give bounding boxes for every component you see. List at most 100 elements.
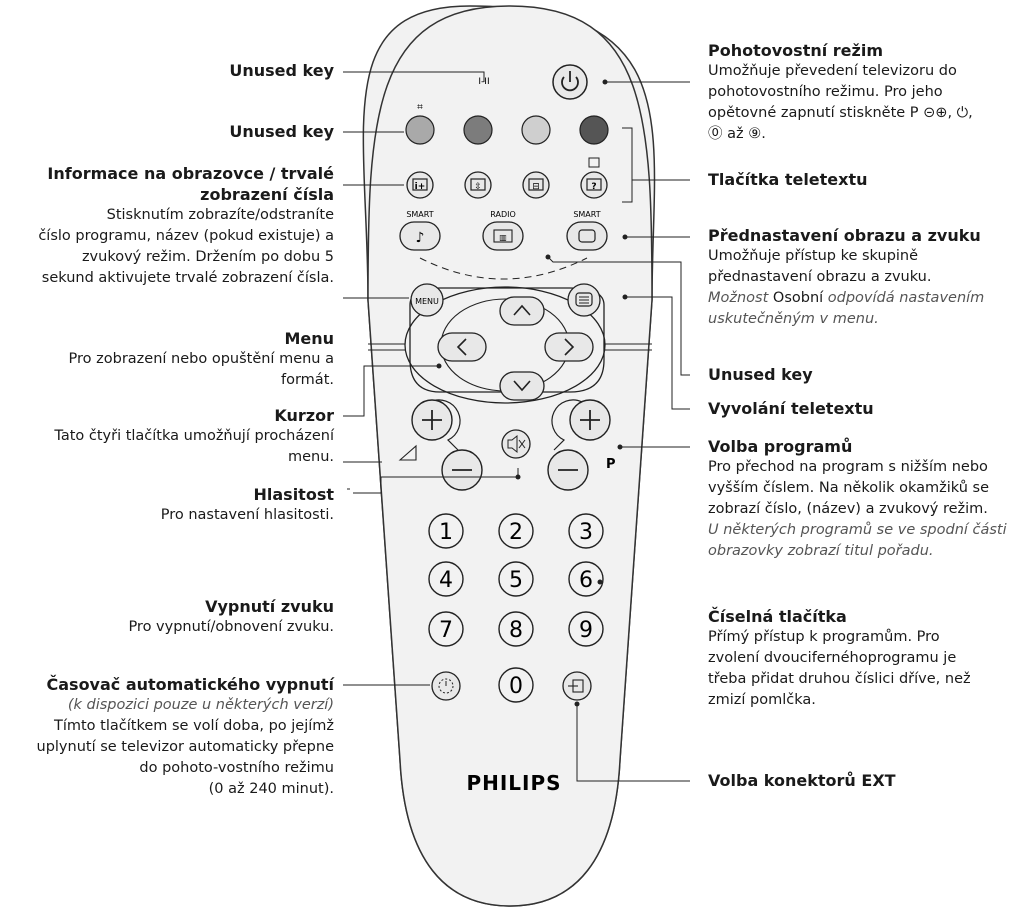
label-text: vyšším číslem. Na několik okamžiků se [708, 480, 990, 496]
digit-button-7[interactable]: 7 [428, 611, 464, 647]
smart-sound-button[interactable]: ♪ [399, 221, 441, 251]
smart-picture-button[interactable] [566, 221, 608, 251]
label-text: sekund aktivujete trvalé zobrazení čísla… [41, 270, 334, 286]
label-title: Přednastavení obrazu a zvuku [708, 226, 981, 245]
label-menu: Menu Pro zobrazení nebo opuštění menu a … [69, 328, 334, 391]
sleep-timer-button[interactable] [431, 671, 461, 701]
digit-button-8[interactable]: 8 [498, 611, 534, 647]
label-title: Kurzor [274, 406, 334, 425]
program-up-button[interactable] [569, 399, 611, 441]
label-text: pohotovostního režimu. Pro jeho [708, 84, 943, 100]
radio-button[interactable]: ▥ [482, 221, 524, 251]
label-unused-key-top: Unused key [229, 60, 334, 81]
label-title: Unused key [229, 61, 334, 80]
mute-button[interactable] [501, 429, 531, 459]
mix-icon: ⊟ [532, 182, 540, 192]
label-unused-key-right: Unused key [708, 364, 813, 385]
label-sleep-timer: Časovač automatického vypnutí (k dispozi… [37, 674, 335, 800]
surround-icon: ⌗ [417, 102, 423, 113]
label-text: menu. [287, 449, 334, 465]
label-text: Přímý přístup k programům. Pro [708, 629, 940, 645]
label-title: Volba programů [708, 437, 853, 456]
label-title: Číselná tlačítka [708, 607, 847, 626]
leader-lines [343, 71, 690, 782]
label-program-select: Volba programů Pro přechod na program s … [708, 436, 1024, 562]
volume-up-button[interactable] [411, 399, 453, 441]
digit-button-3[interactable]: 3 [568, 513, 604, 549]
label-title: Unused key [708, 365, 813, 384]
label-text: opětovné zapnutí stiskněte P ⊝⊕, ⏻, [708, 105, 973, 121]
color-key-2[interactable] [463, 115, 493, 145]
digit-button-0[interactable]: 0 [498, 667, 534, 703]
label-osd: Informace na obrazovce / trvalé zobrazen… [38, 163, 334, 289]
cursor-down-button[interactable] [499, 371, 545, 401]
label-cursor: Kurzor Tato čtyři tlačítka umožňují proc… [54, 405, 334, 468]
leader-dot [622, 294, 628, 300]
label-title: Vypnutí zvuku [205, 597, 334, 616]
svg-text:2: 2 [509, 520, 523, 545]
cursor-right-button[interactable] [544, 332, 594, 362]
label-teletext-call: Vyvolání teletextu [708, 398, 874, 419]
label-text: Pro nastavení hlasitosti. [160, 507, 334, 523]
program-rocker-outline [551, 399, 583, 451]
digit-button-9[interactable]: 9 [568, 611, 604, 647]
digit-button-2[interactable]: 2 [498, 513, 534, 549]
label-text: zvukový režim. Držením po dobu 5 [81, 249, 334, 265]
nav-ring [404, 286, 606, 404]
size-icon: ⇳ [474, 182, 482, 192]
label-title: Tlačítka teletextu [708, 170, 868, 189]
color-key-4[interactable] [579, 115, 609, 145]
svg-text:⌗: ⌗ [417, 102, 423, 113]
svg-text:4: 4 [439, 568, 453, 593]
teletext-mix-button[interactable]: ⊟ [522, 171, 550, 199]
label-text: Stisknutím zobrazíte/odstraníte [106, 207, 334, 223]
brand-logo: PHILIPS [466, 771, 561, 795]
label-ext: Volba konektorů EXT [708, 770, 896, 791]
label-unused-key-colors: Unused key [229, 121, 334, 142]
label-text: Umožňuje převedení televizoru do [708, 63, 957, 79]
digit-button-5[interactable]: 5 [498, 561, 534, 597]
digit-button-1[interactable]: 1 [428, 513, 464, 549]
label-title: zobrazení čísla [200, 185, 334, 204]
digit-button-4[interactable]: 4 [428, 561, 464, 597]
label-text: ⓪ až ⑨. [708, 126, 766, 142]
teletext-bracket [622, 127, 633, 203]
teletext-reveal-button[interactable]: ? [580, 157, 608, 199]
timer-icon [438, 678, 454, 694]
svg-text:6: 6 [579, 568, 593, 593]
reveal-icon: ? [591, 182, 596, 192]
program-down-button[interactable] [547, 449, 589, 491]
ext-button[interactable] [562, 671, 592, 701]
note-icon: ♪ [416, 230, 425, 246]
leader-dot [622, 234, 628, 240]
digit-button-6[interactable]: 6 [568, 561, 604, 597]
leader-dot [515, 474, 521, 480]
color-key-1[interactable] [405, 115, 435, 145]
smart-sound-mark: SMART [406, 210, 433, 219]
label-title: Vyvolání teletextu [708, 399, 874, 418]
svg-text:7: 7 [439, 618, 453, 643]
svg-text:8: 8 [509, 618, 523, 643]
radio-icon: ▥ [499, 233, 507, 242]
teletext-call-button[interactable] [567, 283, 601, 317]
cursor-left-button[interactable] [437, 332, 487, 362]
label-text: uplynutí se televizor automaticky přepne [36, 739, 335, 755]
cursor-up-button[interactable] [499, 296, 545, 326]
label-mute: Vypnutí zvuku Pro vypnutí/obnovení zvuku… [128, 596, 334, 638]
leader-dot [617, 444, 623, 450]
menu-button[interactable]: MENU [410, 283, 444, 317]
label-text: číslo programu, název (pokud existuje) a [38, 228, 334, 244]
leader-dot [597, 579, 603, 585]
label-text: do pohoto-vostního režimu [139, 760, 334, 776]
label-text: Pro zobrazení nebo opuštění menu a [68, 351, 334, 367]
volume-down-button[interactable] [441, 449, 483, 491]
radio-mark: RADIO [490, 210, 516, 219]
teletext-size-button[interactable]: ⇳ [464, 171, 492, 199]
color-key-3[interactable] [521, 115, 551, 145]
standby-button[interactable] [552, 64, 588, 100]
info-button[interactable]: i+ [406, 171, 434, 199]
label-note: U některých programů se ve spodní části [708, 522, 1007, 538]
leader-dot [574, 701, 580, 707]
